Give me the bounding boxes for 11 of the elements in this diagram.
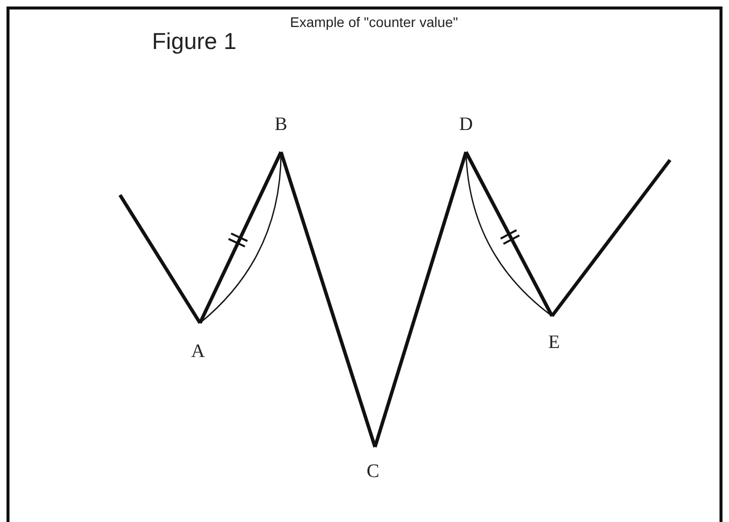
price-line: [373, 151, 468, 448]
point-label: A: [186, 323, 210, 363]
figure-subtitle: Example of "counter value": [290, 14, 458, 30]
point-label: B: [269, 114, 293, 152]
point-label: D: [454, 114, 478, 152]
point-label: E: [542, 316, 566, 354]
figure-title: Figure 1: [152, 28, 236, 55]
point-label: C: [361, 447, 385, 483]
price-line: [279, 151, 377, 448]
price-line: [118, 194, 202, 324]
price-line: [550, 158, 672, 318]
